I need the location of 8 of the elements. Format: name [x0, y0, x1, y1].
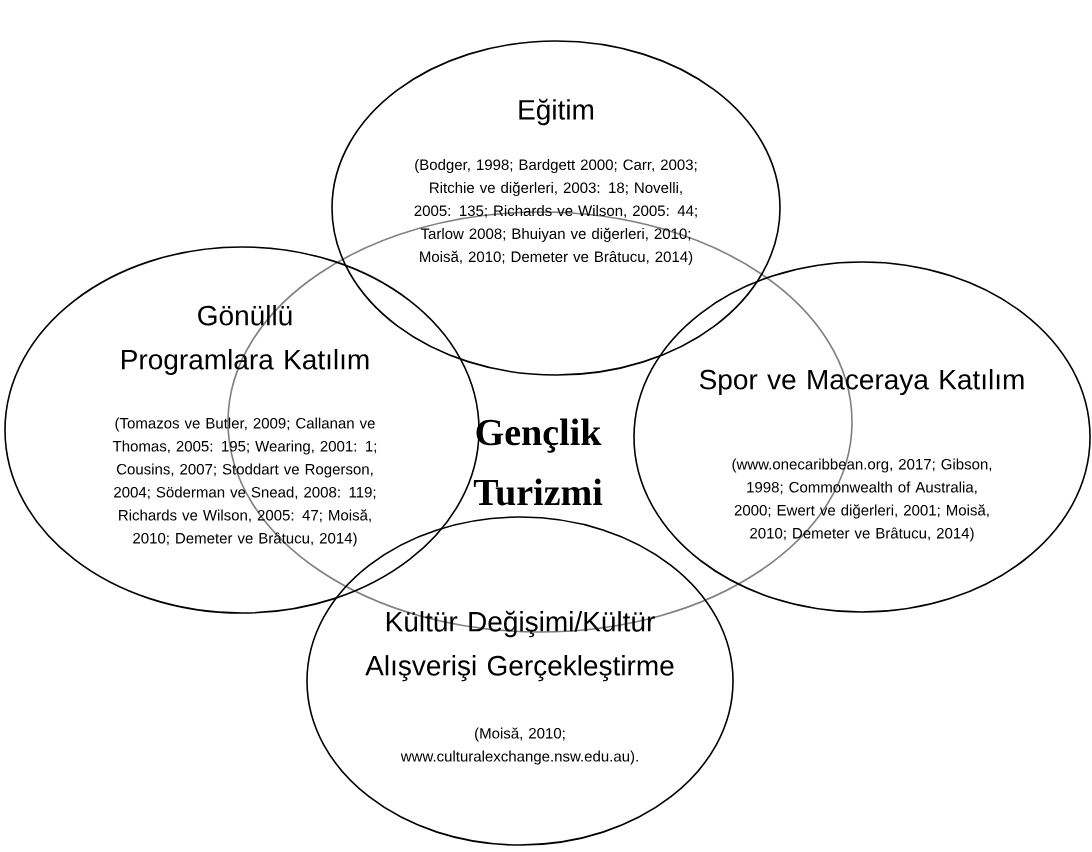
circle-heading: Kültür Değişimi/Kültür Alışverişi Gerçekleştirme: [365, 610, 674, 682]
citation-text: (Bodger, 1998; Bardgett 2000; Carr, 2003; Ritchie ve diğerleri, 2003: 18; Novelli, 2005: 135; Richards ve Wilson, 2005: 44; Tarlow 2008; Bhuiyan ve diğerleri, 2010; Moisă, 2010; Demeter ve Brâtucu, 2014): [414, 159, 697, 265]
circle-heading: Gönüllü Programlara Katılım: [122, 304, 369, 376]
circle-heading: Eğitim: [519, 98, 594, 126]
citation-text: (Moisă, 2010; www.culturalexchange.nsw.edu.au).: [400, 727, 638, 765]
circle-heading: Spor ve Maceraya Katılım: [699, 368, 1024, 396]
citation-text: (www.onecaribbean.org, 2017; Gibson, 1998; Commonwealth of Australia, 2000; Ewert ve diğerleri, 2001; Moisă, 2010; Demeter ve Brâtucu, 2014): [732, 458, 992, 542]
citation-text: (Tomazos ve Butler, 2009; Callanan ve Thomas, 2005: 195; Wearing, 2001: 1; Cousins, 2007; Stoddart ve Rogerson, 2004; Söderman ve Snead, 2008: 119; Richards ve Wilson, 2005: 47; Moisă, 2010; Demeter ve Brâtucu, 2014): [112, 417, 377, 547]
